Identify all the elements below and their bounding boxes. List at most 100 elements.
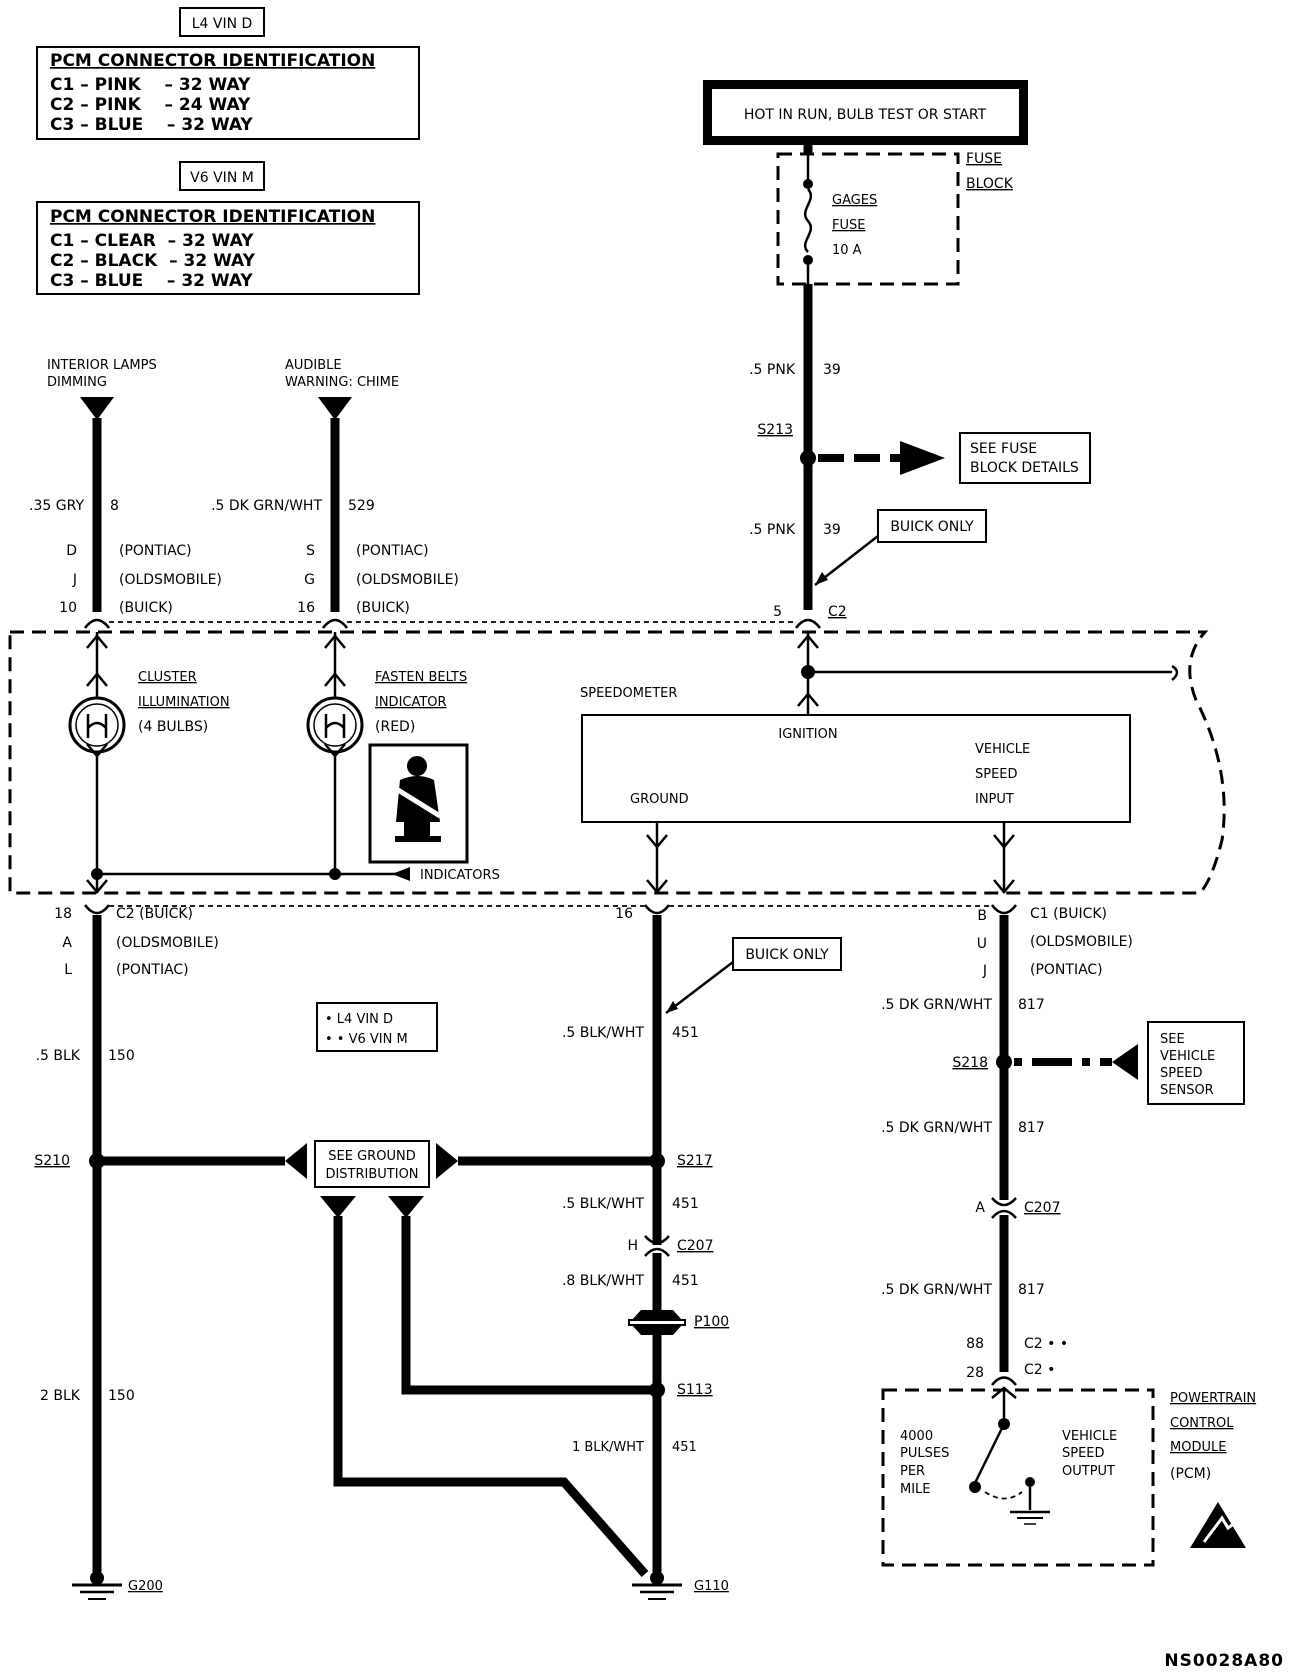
seatbelt-icon xyxy=(368,743,469,864)
lamp2-name: FASTEN BELTS xyxy=(375,670,467,685)
wire-817-gauge-1: .5 DK GRN/WHT xyxy=(881,997,992,1013)
wire-451-circuit-3: 451 xyxy=(672,1273,699,1289)
legend-l4: • L4 VIN D xyxy=(325,1012,393,1027)
passthrough-p100: P100 xyxy=(694,1314,729,1330)
pin-16: 16 xyxy=(297,600,315,616)
bulb-icon xyxy=(306,696,364,754)
vso-2: SPEED xyxy=(1062,1446,1105,1461)
pin-j-right: J xyxy=(982,963,987,979)
pin-16-ground: 16 xyxy=(615,906,633,922)
arrow-down-icon xyxy=(318,397,352,420)
ground-g200: G200 xyxy=(128,1579,163,1594)
pulses-4: MILE xyxy=(900,1482,931,1497)
see-vss-4: SENSOR xyxy=(1160,1083,1214,1098)
lamp2-line2: INDICATOR xyxy=(375,695,447,710)
fuse-block-label-2: BLOCK xyxy=(966,176,1014,192)
wire-451-circuit-2: 451 xyxy=(672,1196,699,1212)
wire-529-circuit: 529 xyxy=(348,498,375,514)
pulses-2: PULSES xyxy=(900,1446,949,1461)
fuse-block-label-1: FUSE xyxy=(966,151,1002,167)
pin-28: 28 xyxy=(966,1365,984,1381)
splice-s217: S217 xyxy=(677,1153,713,1169)
pcm-id-v6-title: PCM CONNECTOR IDENTIFICATION xyxy=(50,207,375,227)
vso-1: VEHICLE xyxy=(1062,1429,1117,1444)
see-vehicle-speed-sensor: SEE VEHICLE SPEED SENSOR xyxy=(1147,1021,1245,1105)
ignition-label: IGNITION xyxy=(778,727,837,742)
pin-a: A xyxy=(62,935,72,951)
see-fuse-block-details: SEE FUSE BLOCK DETAILS xyxy=(959,432,1091,484)
pulses-3: PER xyxy=(900,1464,925,1479)
ground-dist-wire-2 xyxy=(401,1216,657,1395)
wire-39-circuit-top: 39 xyxy=(823,362,841,378)
see-vss-1: SEE xyxy=(1160,1032,1185,1047)
buick-only-text-mid: BUICK ONLY xyxy=(745,947,829,963)
buick-only-callout-mid: BUICK ONLY xyxy=(665,937,842,1014)
pcm-id-v6: V6 VIN M PCM CONNECTOR IDENTIFICATION C1… xyxy=(36,161,420,295)
make-pontiac-2: (PONTIAC) xyxy=(356,543,429,559)
wire-817-circuit-2: 817 xyxy=(1018,1120,1045,1136)
wire-39-gauge-bottom: .5 PNK xyxy=(749,522,796,538)
pcm-id-l4-row3: C3 – BLUE – 32 WAY xyxy=(50,115,253,135)
fuse-icon xyxy=(803,188,813,253)
ground-g110: G110 xyxy=(694,1579,729,1594)
connector-pin-10 xyxy=(84,618,110,629)
pcm-id-v6-row2: C2 – BLACK – 32 WAY xyxy=(50,251,256,271)
splice-s218: S218 xyxy=(952,1055,988,1071)
wire-8-circuit: 8 xyxy=(110,498,119,514)
pin-j: J xyxy=(72,572,77,588)
pcm-id-l4-tag: L4 VIN D xyxy=(192,16,253,32)
pcm-boundary xyxy=(881,1388,1155,1567)
c2-buick-label: C2 (BUICK) xyxy=(116,906,193,922)
wire-817-circuit-3: 817 xyxy=(1018,1282,1045,1298)
c2-pontiac-label: (PONTIAC) xyxy=(116,962,189,978)
pcm-id-l4-title: PCM CONNECTOR IDENTIFICATION xyxy=(50,51,375,71)
power-title: HOT IN RUN, BULB TEST OR START xyxy=(744,107,987,123)
ground-dist-wire-1 xyxy=(333,1216,649,1577)
pcm-id-v6-tag: V6 VIN M xyxy=(190,170,254,186)
pin-18: 18 xyxy=(54,906,72,922)
ground-icon xyxy=(1010,1510,1050,1525)
cluster-input-arrows xyxy=(86,632,1179,715)
wire-150-gauge-bottom: 2 BLK xyxy=(40,1388,81,1404)
lamp-dest-2: DIMMING xyxy=(47,375,107,390)
ground-icon xyxy=(632,1571,682,1600)
pcm-name-1: POWERTRAIN xyxy=(1170,1391,1256,1406)
make-buick-2: (BUICK) xyxy=(356,600,410,616)
pin-b: B xyxy=(977,908,987,924)
ground-dist-2: DISTRIBUTION xyxy=(325,1167,418,1182)
indicators-label: INDICATORS xyxy=(420,868,500,883)
lamp1-line2: ILLUMINATION xyxy=(138,695,230,710)
wire-817-circuit-1: 817 xyxy=(1018,997,1045,1013)
engine-legend: • L4 VIN D • • V6 VIN M xyxy=(316,1002,438,1052)
instrument-cluster-boundary xyxy=(8,630,1226,895)
arrow-right-icon xyxy=(436,1143,458,1179)
fuse-rating: 10 A xyxy=(832,243,862,258)
c207-pin-a: A xyxy=(975,1200,985,1216)
see-ground-distribution: SEE GROUND DISTRIBUTION xyxy=(314,1140,430,1188)
c207-vss: C207 xyxy=(1024,1200,1061,1216)
c207-pin-h: H xyxy=(627,1238,638,1254)
pulses-1: 4000 xyxy=(900,1429,933,1444)
wire-451-gauge-2: .5 BLK/WHT xyxy=(562,1196,644,1212)
fuse-name-2: FUSE xyxy=(832,218,865,233)
pcm-id-v6-row3: C3 – BLUE – 32 WAY xyxy=(50,271,253,291)
wire-150-circuit-top: 150 xyxy=(108,1048,135,1064)
wire-39-circuit-bottom: 39 xyxy=(823,522,841,538)
bulb-icon xyxy=(68,696,126,754)
see-vss-2: VEHICLE xyxy=(1160,1049,1215,1064)
wire-451-gauge-4: 1 BLK/WHT xyxy=(572,1440,644,1455)
wire-451-circuit-1: 451 xyxy=(672,1025,699,1041)
wire-39-gauge-top: .5 PNK xyxy=(749,362,796,378)
legend-v6: • • V6 VIN M xyxy=(325,1032,408,1047)
c2-28-label: C2 • xyxy=(1024,1362,1055,1378)
see-vss-3: SPEED xyxy=(1160,1066,1203,1081)
fuse-name-1: GAGES xyxy=(832,193,877,208)
vss-input-3: INPUT xyxy=(975,792,1014,807)
lamp1-name: CLUSTER xyxy=(138,670,197,685)
wire-8-gauge: .35 GRY xyxy=(29,498,84,514)
ground-dist-1: SEE GROUND xyxy=(328,1149,415,1164)
wire-529-gauge: .5 DK GRN/WHT xyxy=(211,498,322,514)
arrow-left-icon xyxy=(1112,1044,1138,1080)
lamp-dest-1: INTERIOR LAMPS xyxy=(47,358,157,373)
